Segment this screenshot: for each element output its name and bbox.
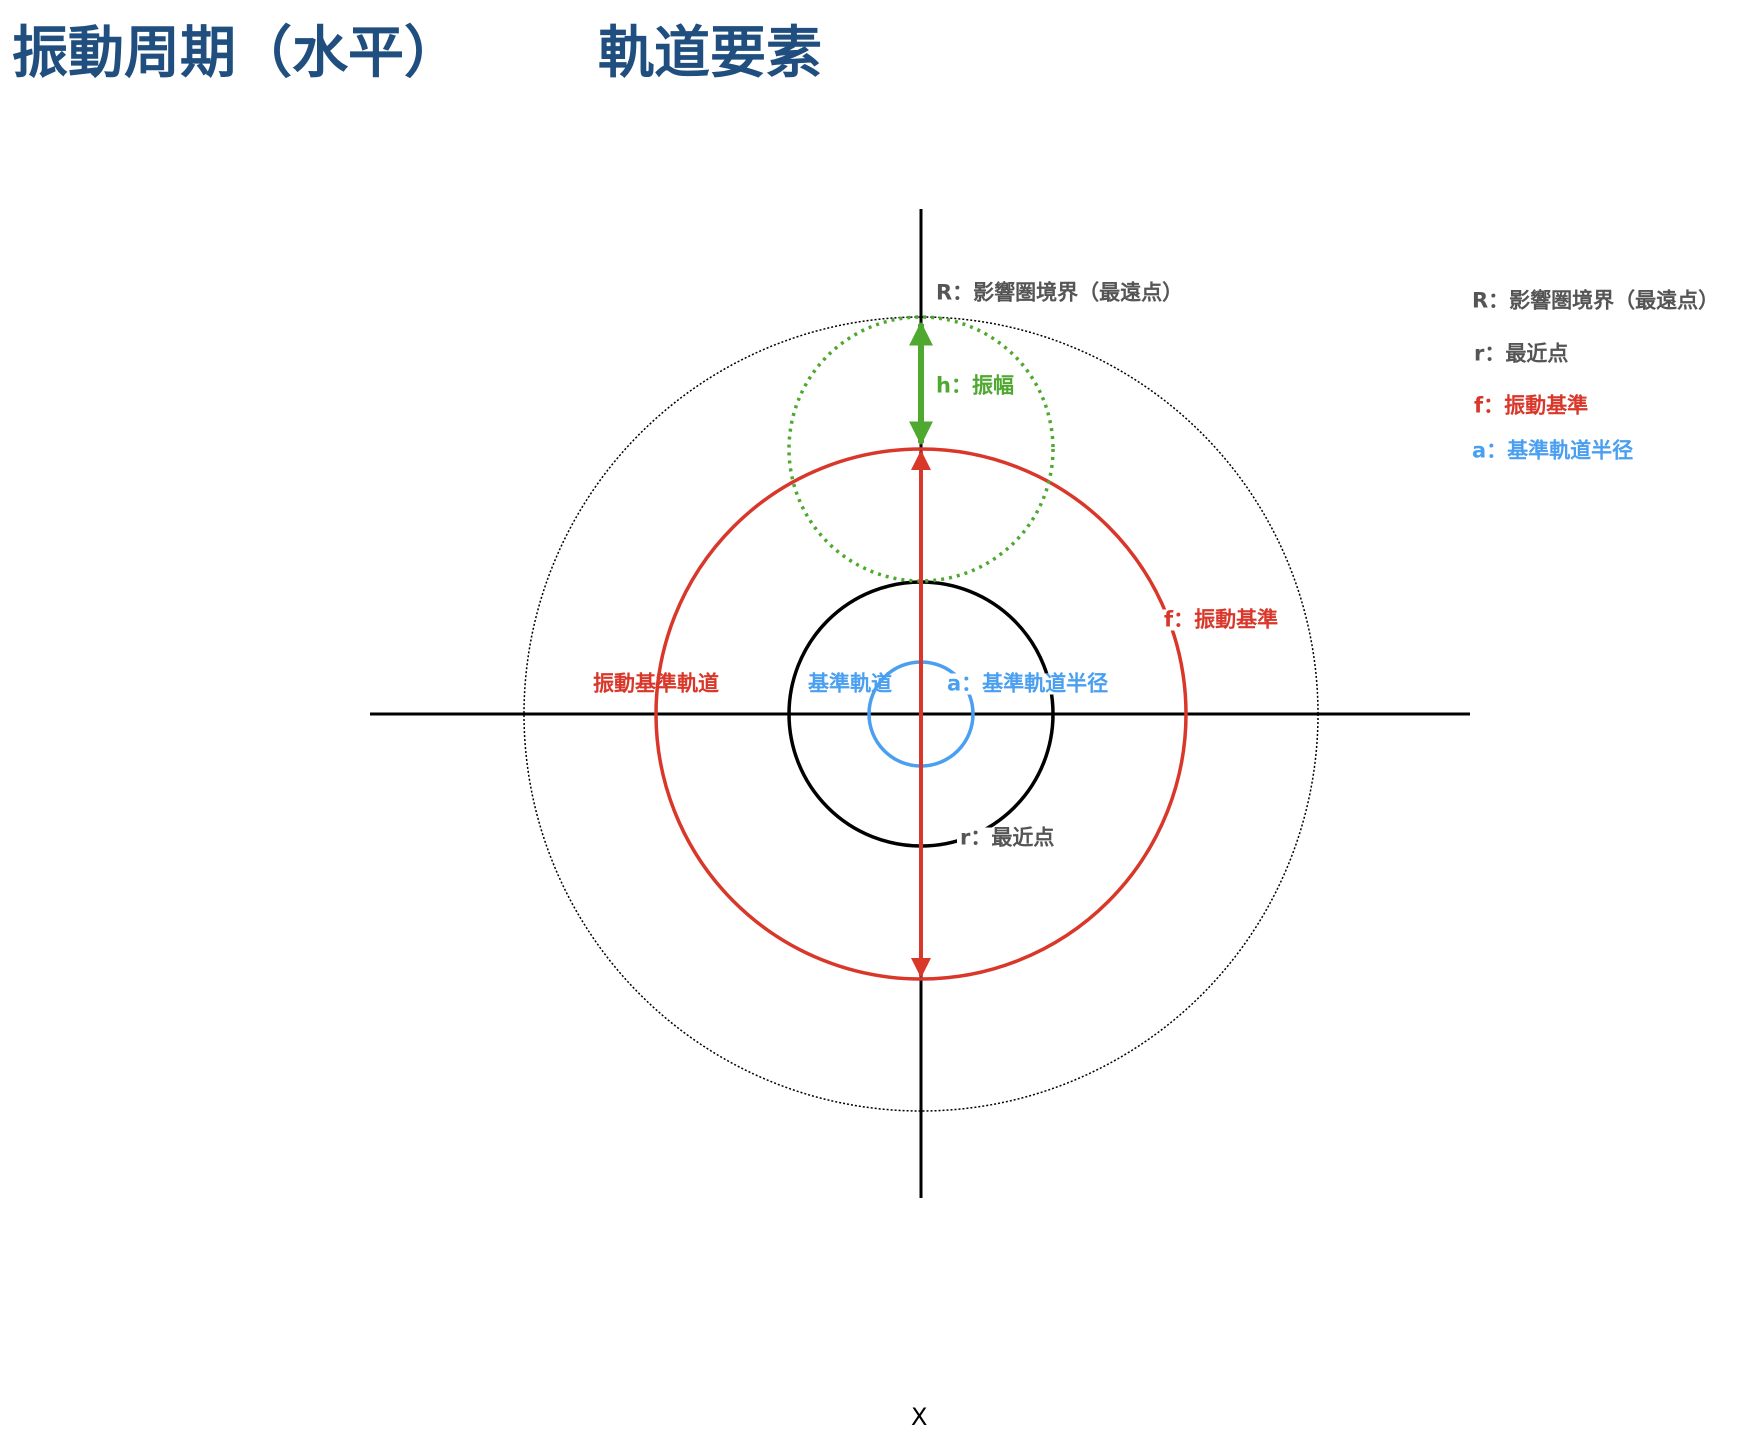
influence-boundary-circle [523, 316, 1319, 1112]
legend-item-R: R：影響圏境界（最遠点） [1472, 288, 1720, 313]
label-base-radius: a：基準軌道半径 [944, 673, 1112, 695]
label-influence-boundary: R：影響圏境界（最遠点） [933, 282, 1187, 304]
label-base-orbit: 基準軌道 [808, 671, 892, 696]
page-subtitle: 軌道要素 [598, 21, 822, 86]
label-oscillation-orbit: 振動基準軌道 [593, 671, 719, 696]
oscillation-reference-orbit [654, 447, 1188, 981]
x-axis-label: X [911, 1403, 928, 1431]
amplitude-circle [787, 315, 1055, 583]
label-oscillation-reference: f：振動基準 [1161, 609, 1282, 631]
label-perigee: r：最近点 [957, 827, 1058, 849]
legend-item-f: f：振動基準 [1474, 393, 1589, 418]
legend-item-r: r：最近点 [1474, 341, 1569, 366]
label-amplitude: h：振幅 [933, 375, 1017, 397]
page-title: 振動周期（水平） [12, 21, 460, 86]
legend-item-a: a：基準軌道半径 [1472, 438, 1634, 463]
